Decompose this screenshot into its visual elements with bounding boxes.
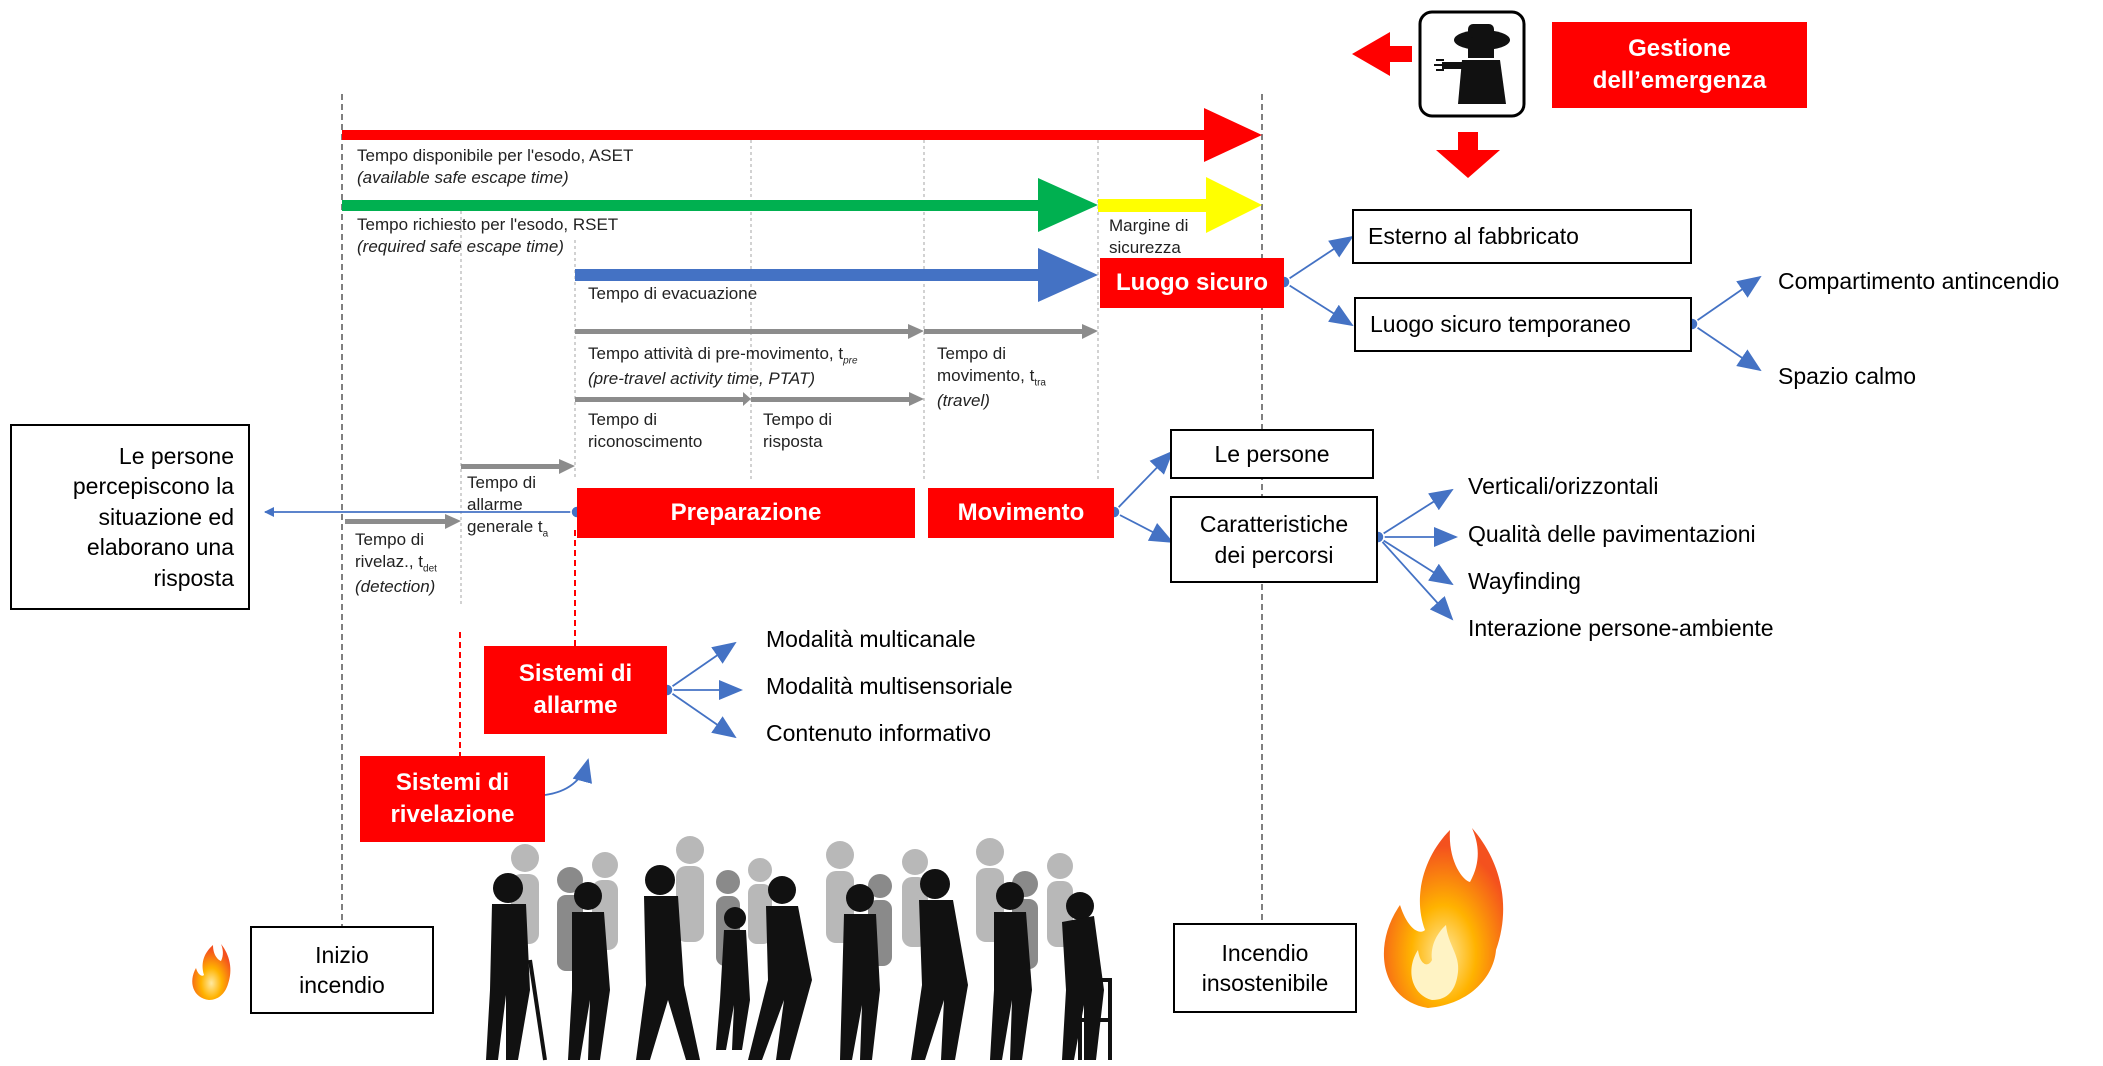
luogo-sicuro-temporaneo-box: Luogo sicuro temporaneo: [1354, 297, 1692, 352]
grey-arrows: [345, 324, 1098, 529]
leaf-compartimento: Compartimento antincendio: [1778, 268, 2060, 294]
firefighter-icon: [1418, 10, 1526, 118]
left-red-arrow: [1352, 32, 1412, 76]
leaf-wayfinding: Wayfinding: [1468, 568, 1581, 594]
detection-time-label: Tempo di rivelaz., tdet (detection): [355, 530, 437, 596]
fire-icon-large: [1383, 828, 1504, 1008]
preparazione-box: Preparazione: [577, 488, 915, 538]
leaf-interazione: Interazione persone-ambiente: [1468, 615, 1774, 641]
evacuation-arrow: [575, 248, 1098, 302]
timeline-guides: [341, 94, 1263, 935]
alarm-time-label: Tempo di allarme generale ta: [467, 473, 549, 539]
leaf-qualita: Qualità delle pavimentazioni: [1468, 521, 1756, 547]
aset-label: Tempo disponibile per l'esodo, ASET (ava…: [357, 146, 634, 187]
margin-label: Margine di sicurezza: [1109, 216, 1189, 257]
evacuation-label: Tempo di evacuazione: [588, 284, 758, 303]
rset-arrow: [342, 178, 1098, 232]
fire-icon-small: [192, 944, 231, 1000]
emergency-arrows: [1352, 32, 1500, 178]
leaf-multisensoriale: Modalità multisensoriale: [766, 673, 1013, 699]
leaf-contenuto: Contenuto informativo: [766, 720, 992, 746]
recognition-label: Tempo di riconoscimento: [588, 410, 703, 451]
response-label: Tempo di risposta: [763, 410, 832, 451]
persone-percepiscono-box: Le persone percepiscono la situazione ed…: [10, 424, 250, 610]
leaf-multicanale: Modalità multicanale: [766, 626, 976, 652]
movement-time-label: Tempo di movimento, ttra (travel): [937, 344, 1046, 410]
esterno-fabbricato-box: Esterno al fabbricato: [1352, 209, 1692, 264]
leaf-verticali: Verticali/orizzontali: [1468, 473, 1659, 499]
luogo-sicuro-box: Luogo sicuro: [1100, 258, 1284, 308]
aset-arrow: [342, 108, 1262, 162]
premovement-label: Tempo attività di pre-movimento, tpre (p…: [588, 344, 858, 389]
margin-arrow: [1098, 177, 1262, 233]
red-guides: [459, 530, 576, 760]
leaf-spazio-calmo: Spazio calmo: [1778, 363, 1917, 389]
le-persone-box: Le persone: [1170, 429, 1374, 479]
movimento-box: Movimento: [928, 488, 1114, 538]
crowd-silhouette: [486, 836, 1112, 1061]
rset-label: Tempo richiesto per l'esodo, RSET (requi…: [357, 215, 619, 256]
down-red-arrow: [1436, 132, 1500, 178]
timeline-grid: [460, 140, 1099, 605]
connectors: [264, 235, 1762, 796]
